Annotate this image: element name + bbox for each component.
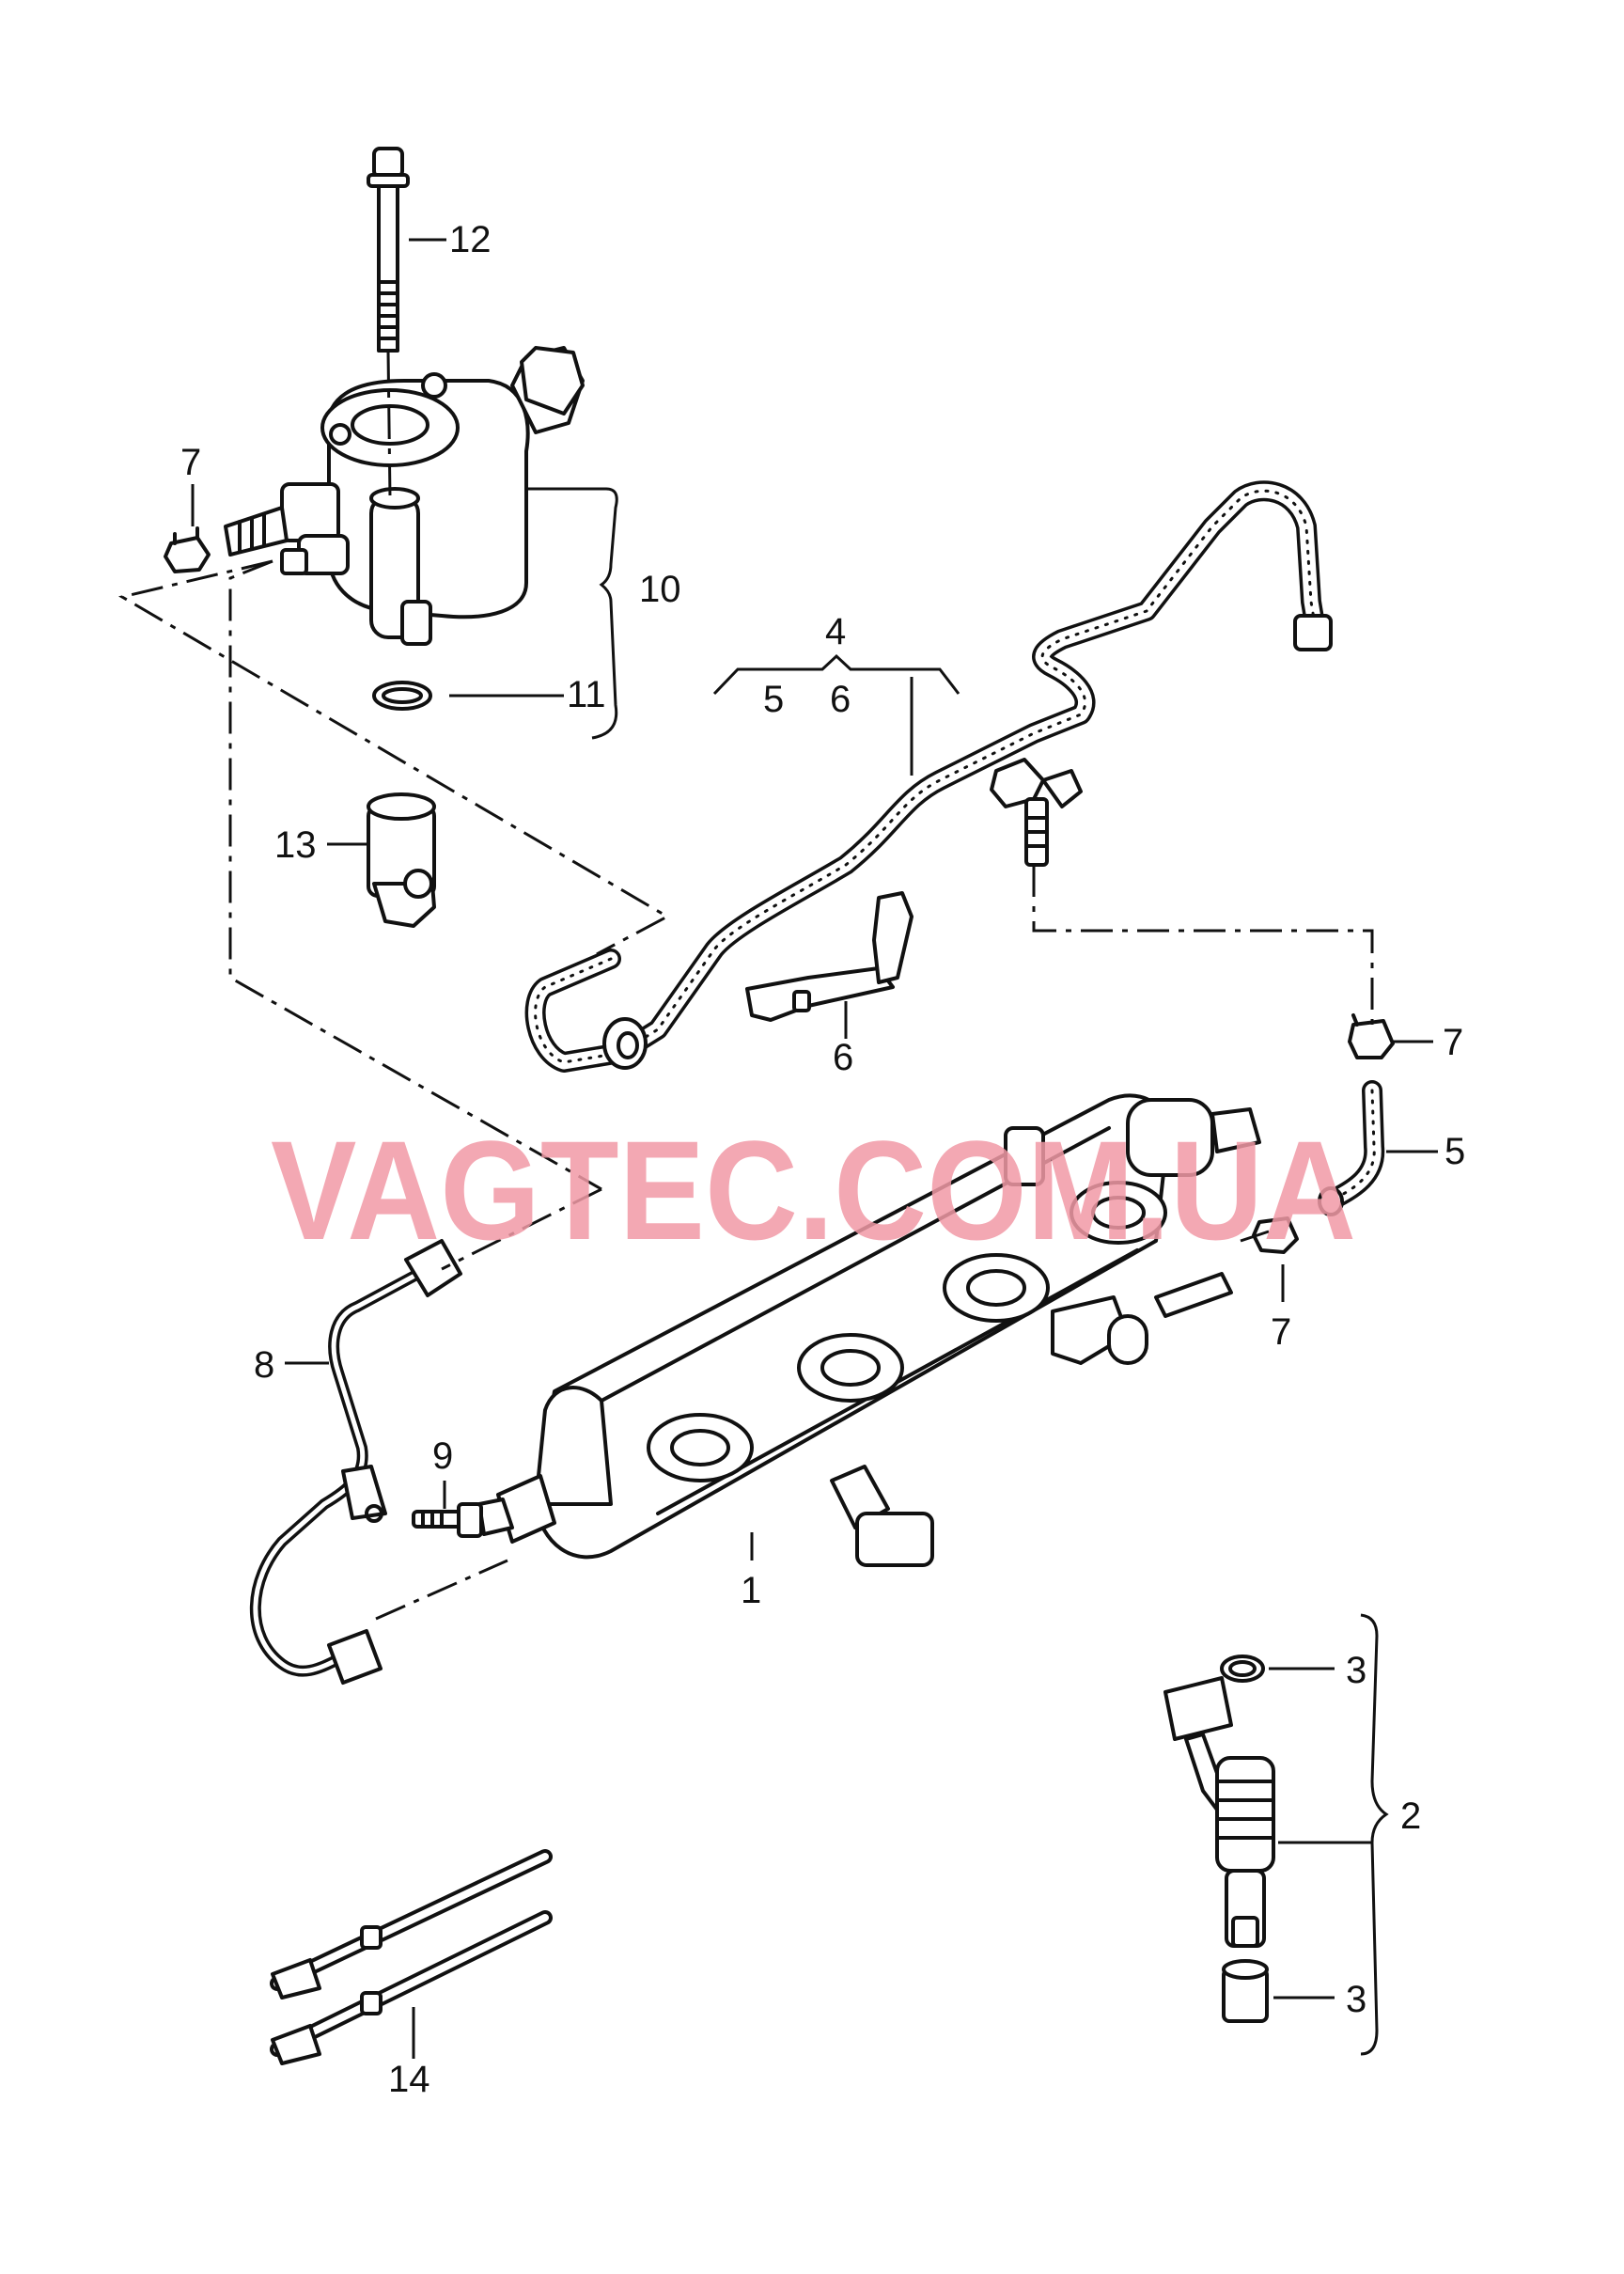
roller-tappet-part-13 (367, 792, 436, 928)
callout-7-right-lower: 7 (1271, 1311, 1291, 1353)
callout-6-bracket: 6 (833, 1037, 853, 1078)
callout-7-right-upper: 7 (1443, 1022, 1463, 1063)
fuel-hose-assembly-part-4 (524, 480, 1333, 1073)
assembly-lines (118, 350, 1374, 1621)
combustion-seal-part-3-bottom (1222, 1959, 1269, 2023)
callout-11: 11 (567, 674, 606, 715)
leader-lines (191, 238, 1438, 2059)
cable-tie-part-14 (270, 1849, 553, 2065)
callout-5-hose-set: 5 (763, 679, 784, 720)
callout-6-hose-set: 6 (830, 679, 851, 720)
callout-13: 13 (274, 824, 317, 866)
hose-bracket-part-6 (745, 891, 914, 1022)
clip-part-7-top-left (164, 526, 211, 573)
callout-9: 9 (432, 1435, 453, 1477)
bolt-part-12 (367, 147, 410, 353)
callout-8: 8 (254, 1344, 274, 1386)
callout-1: 1 (741, 1570, 761, 1611)
callout-5-short-hose: 5 (1444, 1131, 1465, 1172)
high-pressure-pump-part-10 (224, 346, 585, 646)
o-ring-part-3-top (1220, 1655, 1265, 1683)
clip-part-7-right-upper (1348, 1013, 1395, 1059)
fuel-rail-part-1 (477, 1093, 1261, 1567)
bolt-part-9 (412, 1502, 483, 1538)
short-hose-part-5 (1318, 1080, 1385, 1216)
callout-7-top-left: 7 (180, 442, 201, 483)
callout-3-bottom: 3 (1346, 1979, 1366, 2020)
callout-12: 12 (449, 219, 492, 260)
callout-labels: 12 7 10 11 13 4 5 6 6 7 5 7 8 9 1 3 2 3 … (180, 219, 1465, 2100)
o-ring-part-11 (372, 681, 432, 711)
injector-part-2 (1163, 1676, 1275, 1948)
callout-10: 10 (639, 569, 681, 610)
watermark-text: VAGTEC.COM.UA (271, 1111, 1356, 1269)
callout-14: 14 (388, 2059, 430, 2100)
callout-4: 4 (825, 611, 846, 652)
callout-3-top: 3 (1346, 1650, 1366, 1691)
callout-2: 2 (1400, 1796, 1421, 1837)
high-pressure-line-part-8 (249, 1239, 462, 1685)
